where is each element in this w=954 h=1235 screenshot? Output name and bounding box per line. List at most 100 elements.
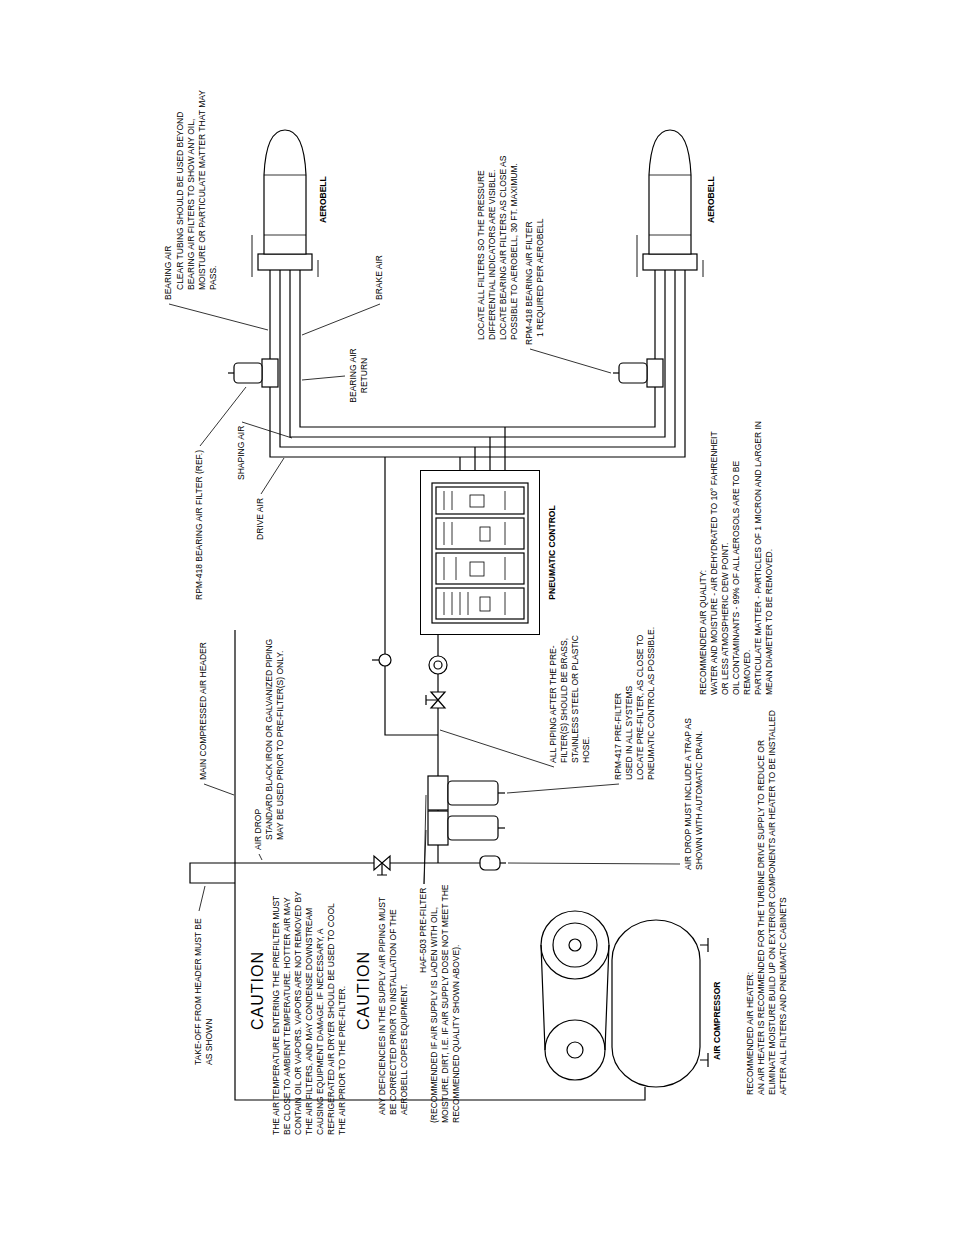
part-label: AEROBELL <box>318 176 329 223</box>
pre-filter-symbol <box>448 816 498 840</box>
note-text: THE AIR TEMPERATURE ENTERING THE PREFILT… <box>271 885 348 1135</box>
caution-heading: CAUTION <box>248 951 267 1030</box>
pre-filter-symbol <box>498 792 505 793</box>
pre-filter-symbol <box>448 781 498 805</box>
leader-line <box>302 304 380 335</box>
note-text: AIR DROP MUST INCLUDE A TRAP AS SHOWN WI… <box>683 700 705 870</box>
air-compressor-symbol <box>541 911 609 979</box>
note-text: LOCATE PRE-FILTER, AS CLOSE TO PNEUMATIC… <box>635 595 657 780</box>
bearing-filter-symbol <box>613 372 619 373</box>
leader-line <box>259 854 262 860</box>
trap-symbol <box>480 856 500 870</box>
note-text: STANDARD BLACK IRON OR GALVANIZED PIPING… <box>264 635 286 840</box>
leader-line <box>440 730 554 767</box>
control-panel <box>505 491 506 615</box>
leader-line <box>530 349 611 373</box>
bearing-filter-symbol <box>228 359 663 387</box>
aerobell-symbol <box>258 254 312 270</box>
part-label: RPM-417 PRE-FILTER <box>613 693 624 780</box>
line-label: BEARING AIR <box>163 246 174 300</box>
part-label: RPM-418 BEARING AIR FILTER <box>524 221 535 345</box>
note-text: OIL CONTAMINANTS - 99% OF ALL AEROSOLS A… <box>731 420 753 695</box>
note-text: CLEAR TUBING SHOULD BE USED BEYOND BEARI… <box>175 80 219 290</box>
pre-filter-symbol <box>428 776 448 810</box>
line-label: BRAKE AIR <box>374 255 385 300</box>
note-text: WATER AND MOISTURE - AIR DEHYDRATED TO 1… <box>709 420 731 695</box>
control-panel <box>432 483 528 623</box>
trap-symbol <box>480 856 506 870</box>
note-text: PARTICULATE MATTER - PARTICLES OF 1 MICR… <box>753 420 775 695</box>
control-panel <box>444 491 468 615</box>
air-compressor-symbol <box>612 920 700 1087</box>
air-compressor-symbol <box>553 923 597 967</box>
line-label: BEARING AIR RETURN <box>348 338 370 413</box>
air-drop-pipe <box>385 457 438 735</box>
line-label: MAIN COMPRESSED AIR HEADER <box>198 642 209 780</box>
control-panel <box>436 487 524 514</box>
aerobell-symbol <box>637 235 703 277</box>
note-text: (RECOMMENDED IF AIR SUPPLY IS LADEN WITH… <box>429 873 462 1123</box>
control-panel <box>436 553 524 584</box>
note-text: USED IN ALL SYSTEMS <box>624 686 635 780</box>
note-text: LOCATE ALL FILTERS SO THE PRESSURE DIFFE… <box>476 140 498 340</box>
pre-filter-symbol <box>428 776 505 845</box>
aerobell-symbol <box>264 175 306 235</box>
valve-symbol <box>377 863 387 875</box>
control-panel <box>480 597 490 611</box>
cabinet-label: PNEUMATIC CONTROL <box>547 451 558 654</box>
leader-line <box>199 886 205 911</box>
bearing-filter-symbol <box>234 363 262 383</box>
aerobell-symbol <box>649 175 691 235</box>
air-compressor-symbol <box>545 1020 605 1080</box>
regulator-symbol <box>372 654 447 674</box>
pre-filter-symbol <box>498 827 505 828</box>
aerobell-symbol <box>252 235 318 277</box>
bearing-filter-symbol <box>647 359 663 387</box>
control-cabinet: PNEUMATIC CONTROL <box>420 470 540 635</box>
regulator-symbol <box>379 654 391 666</box>
leader-line <box>507 784 619 793</box>
air-compressor-symbol <box>541 911 708 1087</box>
note-text: TAKE-OFF FROM HEADER MUST BE AS SHOWN <box>193 915 215 1065</box>
leader-line <box>302 376 345 380</box>
bearing-filter-symbol <box>228 372 234 373</box>
air-compressor-symbol <box>569 939 581 951</box>
line-label: SHAPING AIR <box>236 426 247 480</box>
line-label: AIR DROP <box>253 809 264 850</box>
control-panel <box>470 562 484 576</box>
leader-line <box>242 422 292 438</box>
trap-symbol <box>500 862 506 863</box>
note-text: 1 REQUIRED PER AEROBELL <box>535 218 546 337</box>
control-panel <box>436 518 524 549</box>
note-heading: RECOMMENDED AIR HEATER: <box>745 972 756 1095</box>
leader-line <box>261 458 284 494</box>
aerobell-symbol <box>264 130 306 254</box>
leader-line <box>169 304 268 330</box>
regulator-symbol <box>434 661 442 669</box>
leader-line <box>508 863 680 864</box>
control-panel <box>436 588 524 619</box>
aerobell-symbol <box>649 130 691 254</box>
air-drop-pipe <box>190 863 480 883</box>
regulator-symbol <box>429 656 447 674</box>
air-compressor-symbol <box>700 938 708 1067</box>
line-label: DRIVE AIR <box>255 498 266 540</box>
air-compressor-symbol <box>541 945 609 1050</box>
pre-filter-symbol <box>428 811 448 845</box>
regulator-symbol <box>372 659 379 660</box>
note-text: ALL PIPING AFTER THE PRE-FILTER(S) SHOUL… <box>548 618 592 763</box>
control-panel <box>480 527 490 541</box>
air-compressor-symbol <box>567 1042 583 1058</box>
bearing-filter-symbol <box>619 363 647 383</box>
leader-line <box>204 784 234 795</box>
note-text: ANY DEFICIENCIES IN THE SUPPLY AIR PIPIN… <box>377 895 410 1115</box>
control-panel <box>470 495 484 507</box>
air-line <box>460 427 505 470</box>
valve-symbol <box>426 695 438 705</box>
control-panel <box>432 483 528 623</box>
part-label: AEROBELL <box>706 176 717 223</box>
caution-heading: CAUTION <box>354 951 373 1030</box>
part-label: HAF-503 PRE-FILTER <box>418 888 429 973</box>
part-label: RPM-418 BEARING AIR FILTER (REF.) <box>194 450 205 600</box>
